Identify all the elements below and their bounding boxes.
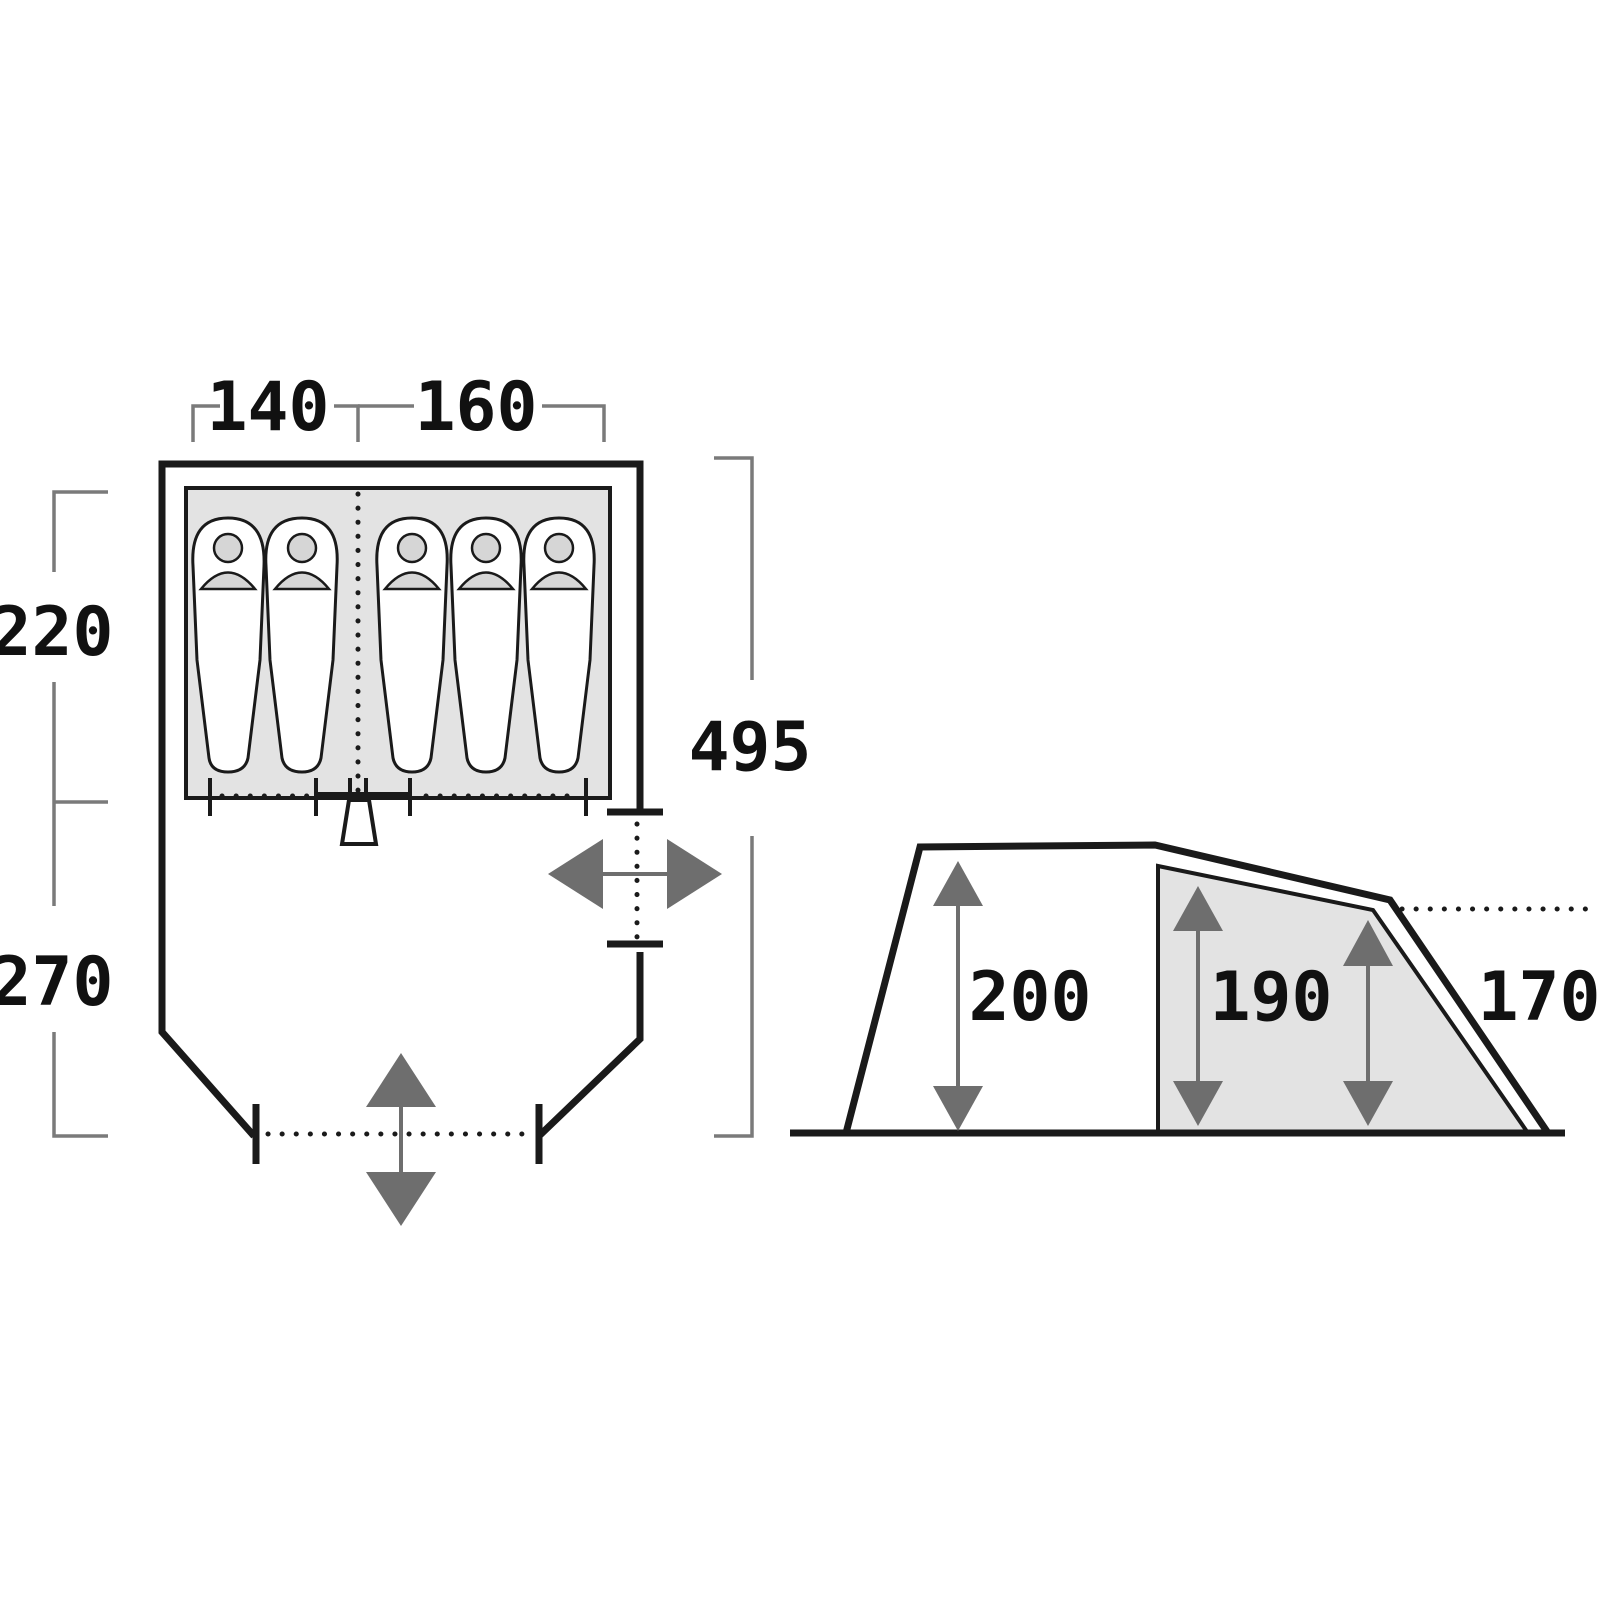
depth-living-label: 270 bbox=[0, 943, 113, 1022]
height-bedroom-back-label: 170 bbox=[1478, 958, 1600, 1037]
total-length-label: 495 bbox=[689, 708, 812, 787]
depth-dimension-lines bbox=[52, 490, 108, 1138]
bedroom-doors bbox=[208, 778, 588, 846]
total-length-bracket-top bbox=[714, 456, 754, 680]
total-length-dimension-lines bbox=[714, 456, 754, 1138]
sleeping-bag-icon bbox=[191, 516, 266, 774]
width-right-bracket-end bbox=[542, 404, 606, 442]
floor-plan: 140 160 220 270 495 bbox=[0, 368, 811, 1226]
width-dimension-lines bbox=[191, 404, 606, 442]
front-door bbox=[252, 1053, 543, 1226]
bedroom-section-fill bbox=[1158, 866, 1528, 1133]
total-length-bracket-bottom bbox=[714, 836, 754, 1138]
side-door bbox=[548, 808, 722, 948]
height-bedroom-front-label: 190 bbox=[1210, 958, 1333, 1037]
tent-side-profile bbox=[842, 841, 1551, 1135]
double-arrow-icon bbox=[933, 861, 983, 1131]
width-left-label: 140 bbox=[207, 368, 330, 447]
depth-bedroom-label: 220 bbox=[0, 593, 113, 672]
front-door-frame bbox=[252, 1104, 543, 1164]
depth-bedroom-bracket-top bbox=[52, 490, 108, 572]
width-left-bracket-start bbox=[191, 404, 220, 442]
sleeping-bag-icon bbox=[375, 516, 449, 774]
double-arrow-icon bbox=[1173, 886, 1223, 1126]
side-door-frame bbox=[607, 808, 663, 948]
height-living-label: 200 bbox=[969, 958, 1092, 1037]
bedroom-inner-wall bbox=[1156, 863, 1530, 1135]
double-arrow-icon bbox=[366, 1053, 436, 1226]
tent-front-wall bbox=[536, 952, 644, 1139]
width-left-bracket-end bbox=[334, 404, 360, 442]
side-view: 200 190 170 bbox=[790, 841, 1600, 1137]
tent-outer-wall bbox=[158, 460, 644, 1139]
depth-living-bracket-bottom bbox=[52, 1032, 108, 1138]
width-right-label: 160 bbox=[415, 368, 538, 447]
sleeping-bags bbox=[191, 516, 596, 774]
bedroom-door-step bbox=[339, 798, 379, 846]
sleeping-bag-icon bbox=[264, 516, 339, 774]
sleeping-bag-icon bbox=[449, 516, 523, 774]
sleeping-bag-icon bbox=[522, 516, 596, 774]
double-arrow-icon bbox=[1343, 920, 1393, 1126]
double-arrow-icon bbox=[548, 839, 722, 909]
